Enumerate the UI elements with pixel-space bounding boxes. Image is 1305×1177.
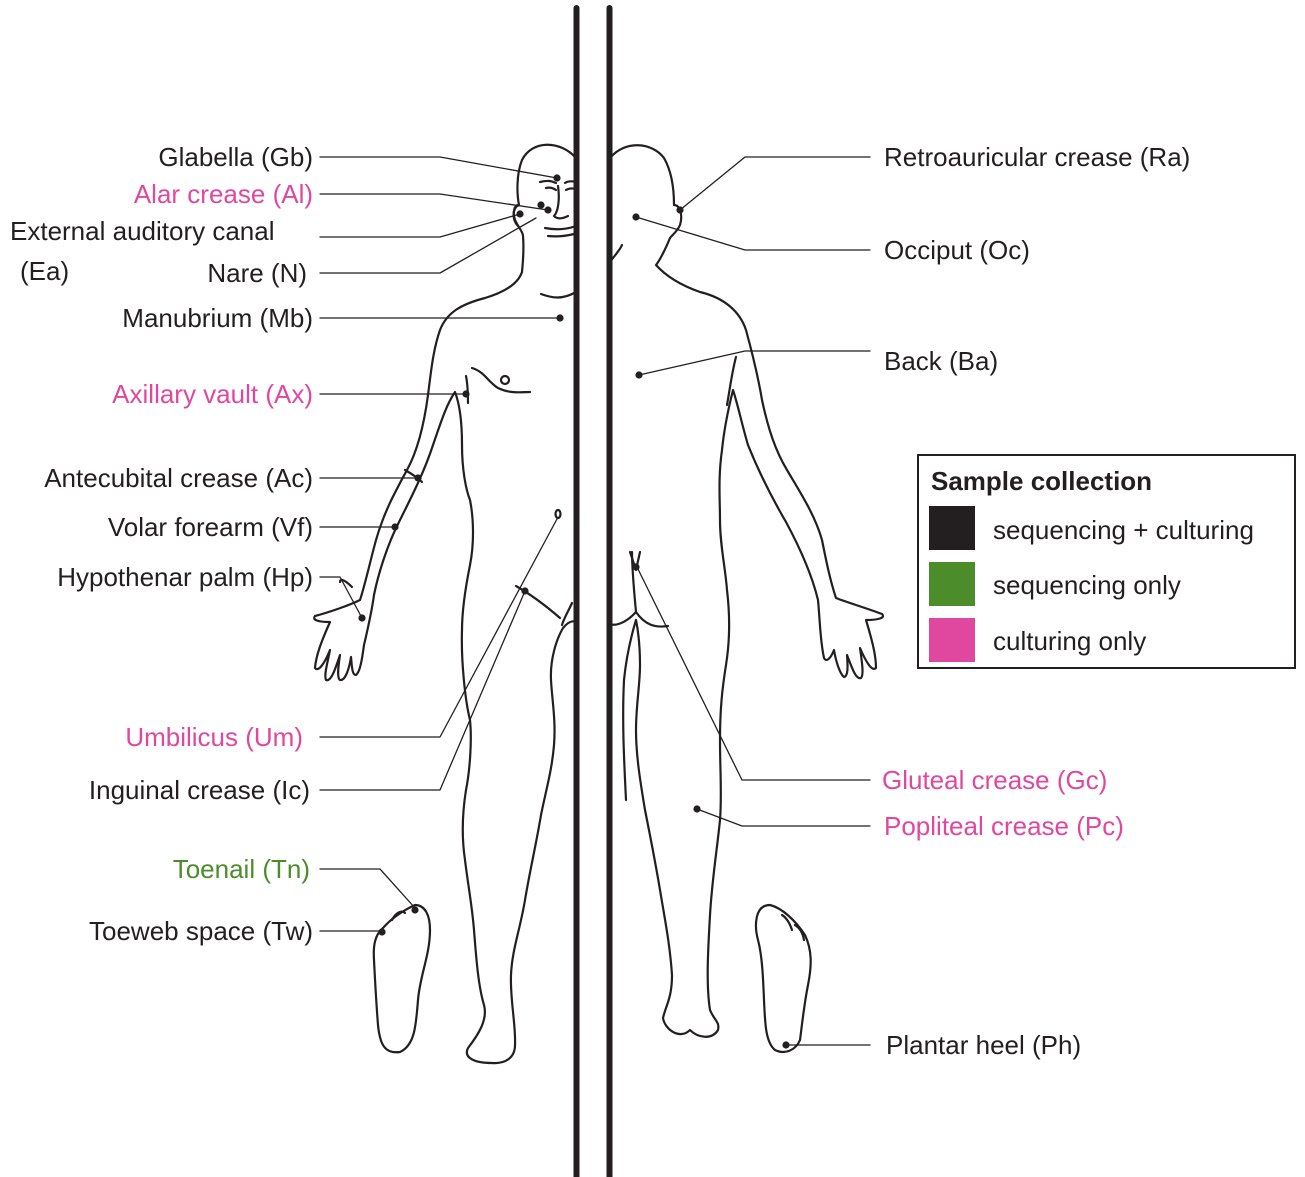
front-foot-outline [374,905,430,1052]
dot-volar-forearm [391,523,398,530]
label-manubrium: Manubrium (Mb) [122,303,313,333]
back-foot-outline [756,905,811,1052]
dot-axillary-vault [462,390,469,397]
label-inguinal-crease: Inguinal crease (Ic) [89,775,310,805]
dot-glabella [553,174,560,181]
dot-toenail [411,906,418,913]
label-external-auditory-canal-abbr: (Ea) [20,256,69,286]
dot-inguinal [521,587,528,594]
dot-plantar-heel [782,1041,789,1048]
label-umbilicus: Umbilicus (Um) [125,722,303,752]
label-plantar-heel: Plantar heel (Ph) [886,1030,1081,1060]
dot-popliteal [693,805,700,812]
legend-title: Sample collection [931,466,1152,497]
label-popliteal-crease: Popliteal crease (Pc) [884,811,1124,841]
label-toeweb-space: Toeweb space (Tw) [89,916,313,946]
label-alar-crease: Alar crease (Al) [134,179,313,209]
legend-label-culturing-only: culturing only [993,626,1146,657]
label-volar-forearm: Volar forearm (Vf) [108,512,313,542]
label-retroauricular-crease: Retroauricular crease (Ra) [884,142,1190,172]
legend-box: Sample collection sequencing + culturing… [917,454,1296,669]
dot-nare [537,201,544,208]
label-toenail: Toenail (Tn) [173,854,310,884]
label-occiput: Occiput (Oc) [884,235,1030,265]
legend-swatch-culturing-only [929,618,975,662]
legend-label-sequencing-only: sequencing only [993,570,1181,601]
legend-swatch-sequencing-only [929,562,975,606]
dot-external-auditory-canal [516,210,523,217]
back-body-outline [610,145,883,1037]
label-back: Back (Ba) [884,346,998,376]
legend-swatch-sequencing-culturing [929,506,975,550]
front-body-outline [314,145,576,1063]
label-external-auditory-canal: External auditory canal [10,216,274,246]
label-hypothenar-palm: Hypothenar palm (Hp) [57,562,313,592]
label-gluteal-crease: Gluteal crease (Gc) [882,765,1107,795]
dot-alar-crease [544,206,551,213]
label-glabella: Glabella (Gb) [158,142,313,172]
dot-hypothenar-palm [358,614,365,621]
dot-manubrium [556,314,563,321]
dot-gluteal [632,563,639,570]
dot-antecubital [414,474,421,481]
legend-label-sequencing-culturing: sequencing + culturing [993,515,1254,546]
dot-back [635,371,642,378]
label-antecubital-crease: Antecubital crease (Ac) [44,463,313,493]
label-axillary-vault: Axillary vault (Ax) [112,379,313,409]
dot-toeweb [378,928,385,935]
dot-occiput [632,213,639,220]
label-nare: Nare (N) [207,258,307,288]
dot-retroauricular [676,206,683,213]
